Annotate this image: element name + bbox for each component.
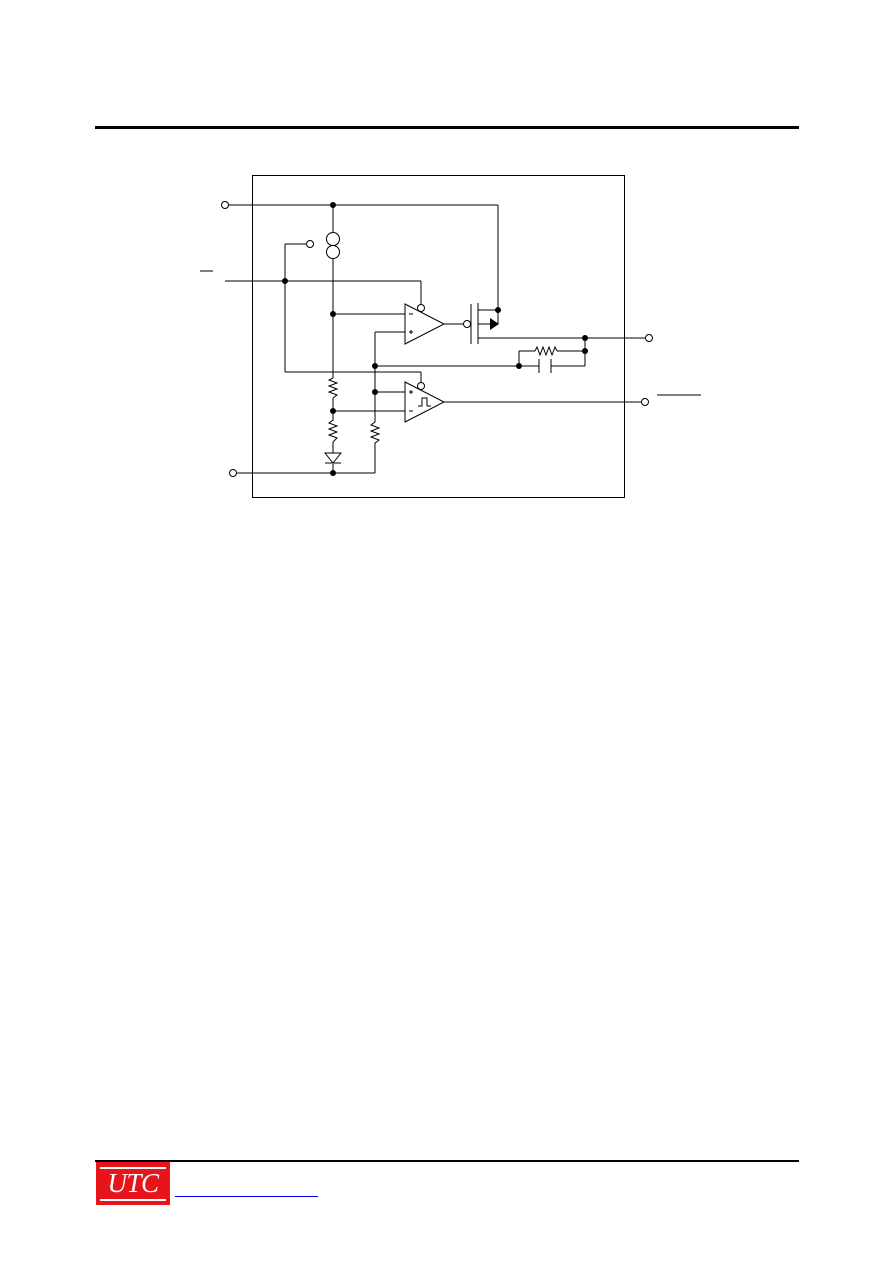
mosfet-arrow-icon	[490, 318, 499, 330]
junction-dots	[282, 202, 588, 476]
pin-vin	[221, 201, 229, 209]
resistors	[327, 345, 558, 446]
gate-bubble	[463, 320, 471, 328]
header-rule	[95, 126, 799, 129]
footer-rule	[95, 1160, 799, 1162]
pin-gnd	[229, 469, 237, 477]
diode-symbol	[323, 452, 343, 464]
package-outline	[252, 175, 625, 498]
pin-vout	[645, 334, 653, 342]
pin-terminals	[221, 201, 653, 477]
utc-logo-text: UTC	[100, 1166, 166, 1201]
footer-link-underline[interactable]	[175, 1196, 318, 1197]
capacitor-symbol	[538, 359, 552, 373]
enable-bubble	[306, 240, 314, 248]
comparator-enable-bubble	[417, 382, 425, 390]
error-amplifier-symbol	[404, 303, 471, 345]
pin-flag	[641, 398, 649, 406]
current-source-symbol	[306, 232, 340, 259]
wires	[225, 204, 645, 474]
utc-logo: UTC	[96, 1162, 170, 1205]
comparator-symbol	[404, 381, 446, 423]
error-amp-enable-bubble	[417, 304, 425, 312]
